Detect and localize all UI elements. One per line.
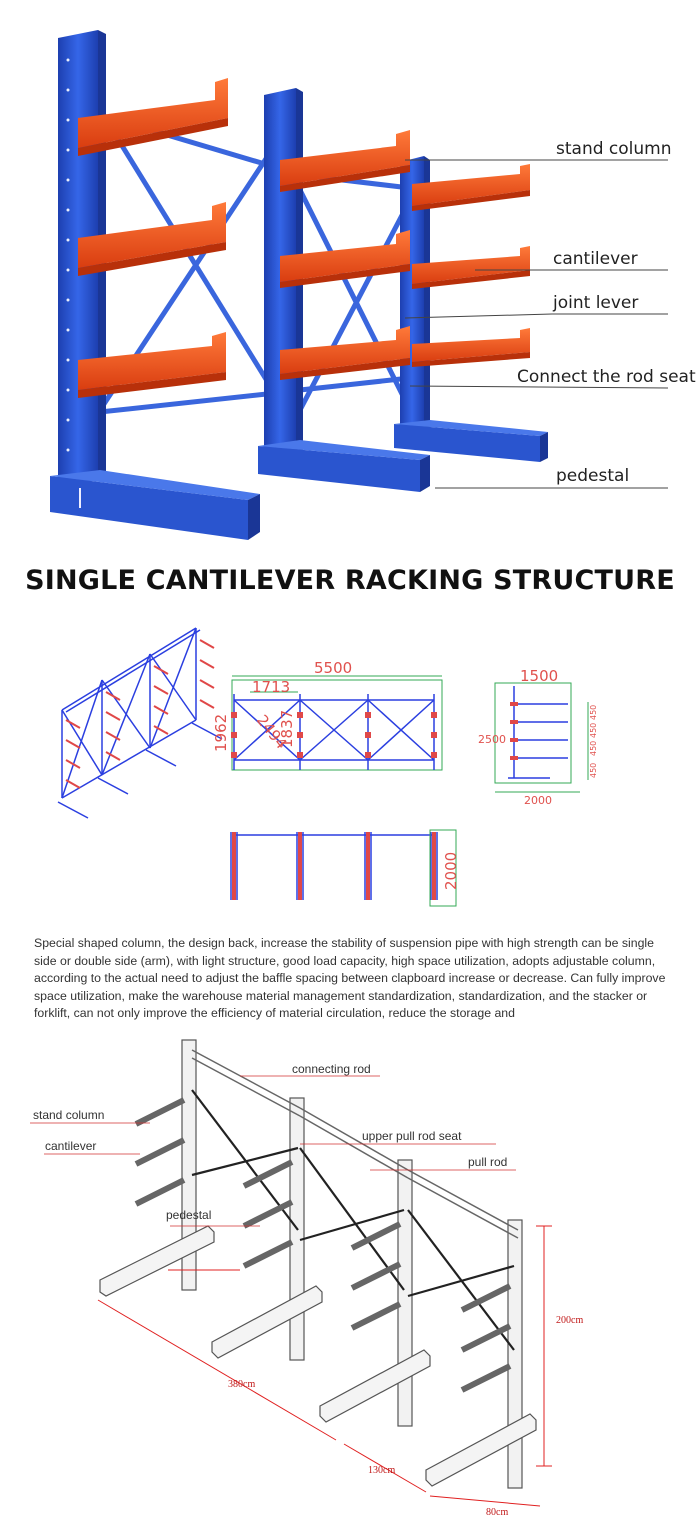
cantilever-arms — [134, 1097, 512, 1393]
label-pedestal: pedestal — [556, 466, 629, 486]
description-paragraph: Special shaped column, the design back, … — [34, 936, 666, 1021]
dim-arm-spacing-2: 450 — [589, 723, 598, 738]
side-elevation: 1500 2500 2000 450 450 450 450 — [478, 667, 598, 807]
label-cantilever: cantilever — [553, 249, 638, 269]
label-cantilever-3: cantilever — [45, 1139, 96, 1153]
columns — [181, 1039, 523, 1489]
dim-bay-width: 1713 — [252, 678, 290, 696]
dim-arm-length: 1500 — [520, 667, 558, 685]
cantilever-arms-1 — [78, 78, 228, 398]
top-view: 2000 — [230, 829, 460, 907]
label-connect-rod-seat: Connect the rod seat — [517, 367, 696, 387]
pedestal-2 — [258, 440, 430, 492]
cantilever-arms-2 — [280, 130, 410, 380]
column-holes — [66, 58, 70, 452]
dim-base-depth: 2000 — [524, 794, 552, 807]
connecting-rods — [191, 1049, 519, 1239]
pedestal-3 — [394, 420, 548, 462]
front-elevation: 5500 1713 2494 1837 1962 — [212, 659, 443, 771]
dim-depth: 80cm — [486, 1507, 508, 1518]
rack-line-drawing: 380cm 130cm 80cm 200cm connecting rod st… — [30, 1039, 583, 1518]
label-pedestal-3: pedestal — [166, 1208, 211, 1222]
label-stand-column: stand column — [556, 139, 672, 159]
technical-drawings: 5500 1713 2494 1837 1962 1500 2500 2000 … — [57, 627, 598, 907]
dim-column-height: 1962 — [212, 714, 230, 752]
label-connecting-rod: connecting rod — [292, 1062, 371, 1076]
label-stand-column-3: stand column — [33, 1108, 104, 1122]
callout-lines — [404, 159, 669, 489]
cantilever-rack-3d-illustration: stand column cantilever joint lever Conn… — [50, 30, 696, 540]
dim-arm-spacing-1: 450 — [589, 705, 598, 720]
pull-rods — [191, 1089, 515, 1351]
dim-height: 200cm — [556, 1315, 583, 1326]
dim-top-view-depth: 2000 — [442, 852, 460, 890]
label-joint-lever: joint lever — [552, 293, 638, 313]
dim-length: 380cm — [228, 1379, 255, 1390]
label-upper-pull-rod-seat: upper pull rod seat — [362, 1129, 462, 1143]
section-heading: SINGLE CANTILEVER RACKING STRUCTURE — [25, 565, 675, 596]
dim-arm-spacing-4: 450 — [589, 763, 598, 778]
dim-bay-height: 1837 — [278, 710, 296, 748]
dim-front-length: 5500 — [314, 659, 352, 677]
dim-arm-spacing-3: 450 — [589, 741, 598, 756]
isometric-arms — [65, 639, 215, 789]
pedestals — [99, 1225, 537, 1487]
dim-bay: 130cm — [368, 1465, 395, 1476]
callout-lines-3 — [30, 1075, 516, 1227]
dimension-lines — [97, 1225, 552, 1507]
pedestal-1 — [50, 470, 260, 540]
cantilever-arms-3 — [412, 164, 530, 367]
isometric-drawing — [57, 627, 223, 819]
label-pull-rod: pull rod — [468, 1155, 507, 1169]
dim-side-height: 2500 — [478, 733, 506, 746]
